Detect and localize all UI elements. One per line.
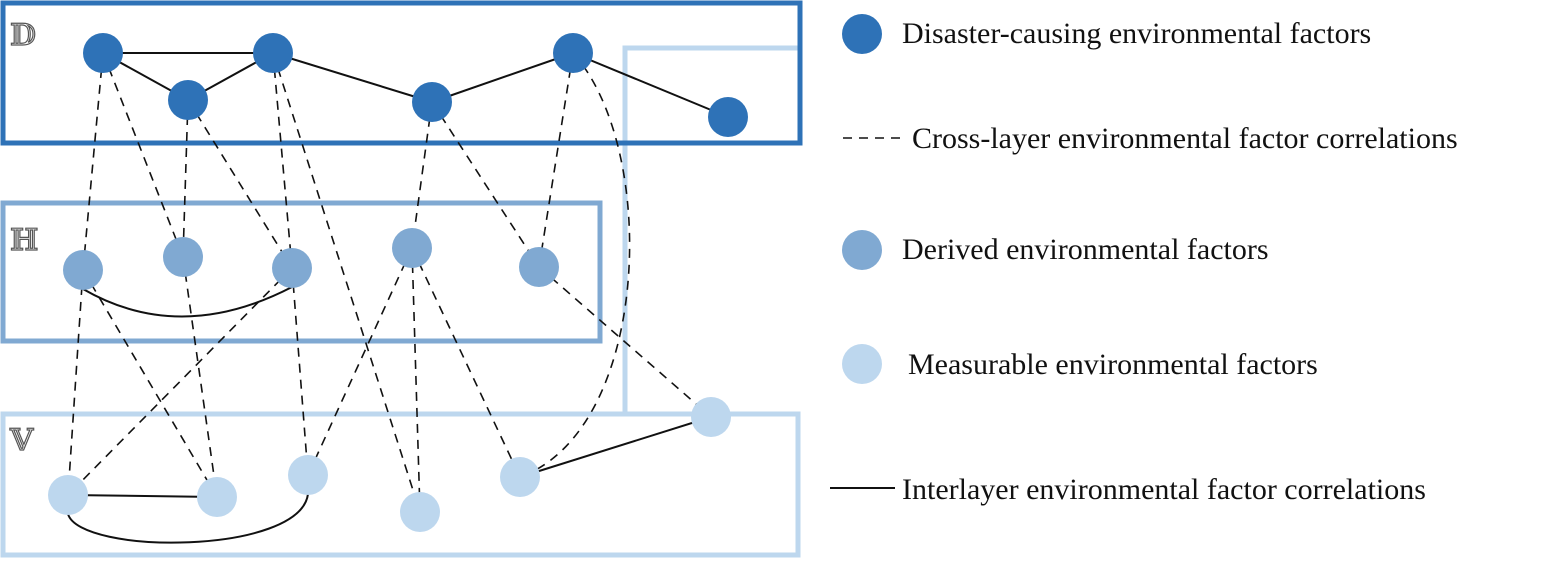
measurable-factor-node-v1 [48, 475, 88, 515]
cross-layer-edge-h4-v5 [411, 247, 521, 478]
cross-layer-edge-d2-h3 [187, 99, 293, 269]
disaster-factor-node-d5 [553, 33, 593, 73]
interlayer-edge-d4-d5 [431, 52, 574, 103]
cross-layer-edge-h4-v3 [307, 247, 413, 476]
interlayer-edge-v5-v6 [519, 416, 712, 478]
cross-layer-edge-d3-h3 [272, 52, 293, 269]
cross-layer-edge-d5-h5 [538, 52, 574, 268]
cross-layer-edge-d3-v4 [272, 52, 421, 513]
nodes-group [48, 33, 748, 532]
cross-layer-edge-h3-v3 [291, 267, 309, 476]
derived-factor-node-h2 [163, 237, 203, 277]
cross-layer-edge-d2-h2 [182, 99, 189, 258]
cross-layer-edge-h5-v6 [538, 266, 712, 418]
derived-factor-node-h1 [63, 250, 103, 290]
legend-disaster-swatch [842, 14, 882, 54]
legend-derived-label: Derived environmental factors [902, 233, 1269, 266]
layer-measurable-region-outline [622, 45, 798, 415]
measurable-factor-node-v2 [197, 477, 237, 517]
cross-layer-edge-h4-v4 [411, 247, 421, 513]
measurable-factor-node-v6 [691, 397, 731, 437]
layer-v-label: 𝕍 [9, 423, 34, 458]
measurable-factor-node-v3 [288, 455, 328, 495]
disaster-factor-node-d3 [253, 33, 293, 73]
interlayer-edge-v1-v2 [67, 494, 218, 498]
measurable-factor-node-v4 [400, 492, 440, 532]
layer-d-label: 𝔻 [10, 18, 36, 53]
interlayer-edge-v1-v3-curve [67, 493, 309, 544]
derived-factor-node-h5 [519, 247, 559, 287]
measurable-factor-node-v5 [500, 457, 540, 497]
edges-group [67, 52, 729, 544]
legend-measurable-label: Measurable environmental factors [908, 348, 1318, 381]
disaster-factor-node-d6 [708, 97, 748, 137]
derived-factor-node-h4 [392, 228, 432, 268]
layer-h-label: ℍ [10, 223, 38, 258]
layer-h-box [0, 200, 603, 344]
cross-layer-edge-h3-v1 [67, 267, 293, 496]
interlayer-edge-d5-d6 [572, 52, 729, 118]
legend-measurable-swatch [842, 344, 882, 384]
cross-layer-edge-d4-h5 [431, 101, 540, 268]
interlayer-edge-h1-h3-curve [82, 286, 293, 318]
legend-interlayer-label: Interlayer environmental factor correlat… [902, 473, 1426, 506]
cross-layer-edge-d1-h2 [102, 52, 184, 258]
disaster-factor-node-d1 [83, 33, 123, 73]
cross-layer-edge-h2-v2 [182, 256, 218, 498]
interlayer-edge-d3-d4 [272, 52, 433, 103]
disaster-factor-node-d2 [168, 80, 208, 120]
cross-layer-edge-h1-v2 [82, 269, 218, 498]
legend-derived-swatch [842, 230, 882, 270]
cross-layer-edge-d5-v5-curve [519, 52, 631, 478]
legend-cross-label: Cross-layer environmental factor correla… [912, 122, 1458, 155]
legend: Disaster-causing environmental factors C… [830, 14, 1458, 506]
cross-layer-edge-h1-v1 [67, 269, 84, 496]
disaster-factor-node-d4 [412, 82, 452, 122]
legend-disaster-label: Disaster-causing environmental factors [902, 17, 1371, 50]
layer-d-box [0, 0, 803, 146]
cross-layer-edge-d4-h4 [411, 101, 433, 249]
layer-v-box [0, 411, 801, 558]
derived-factor-node-h3 [272, 248, 312, 288]
cross-layer-edge-d1-h1 [82, 52, 104, 271]
